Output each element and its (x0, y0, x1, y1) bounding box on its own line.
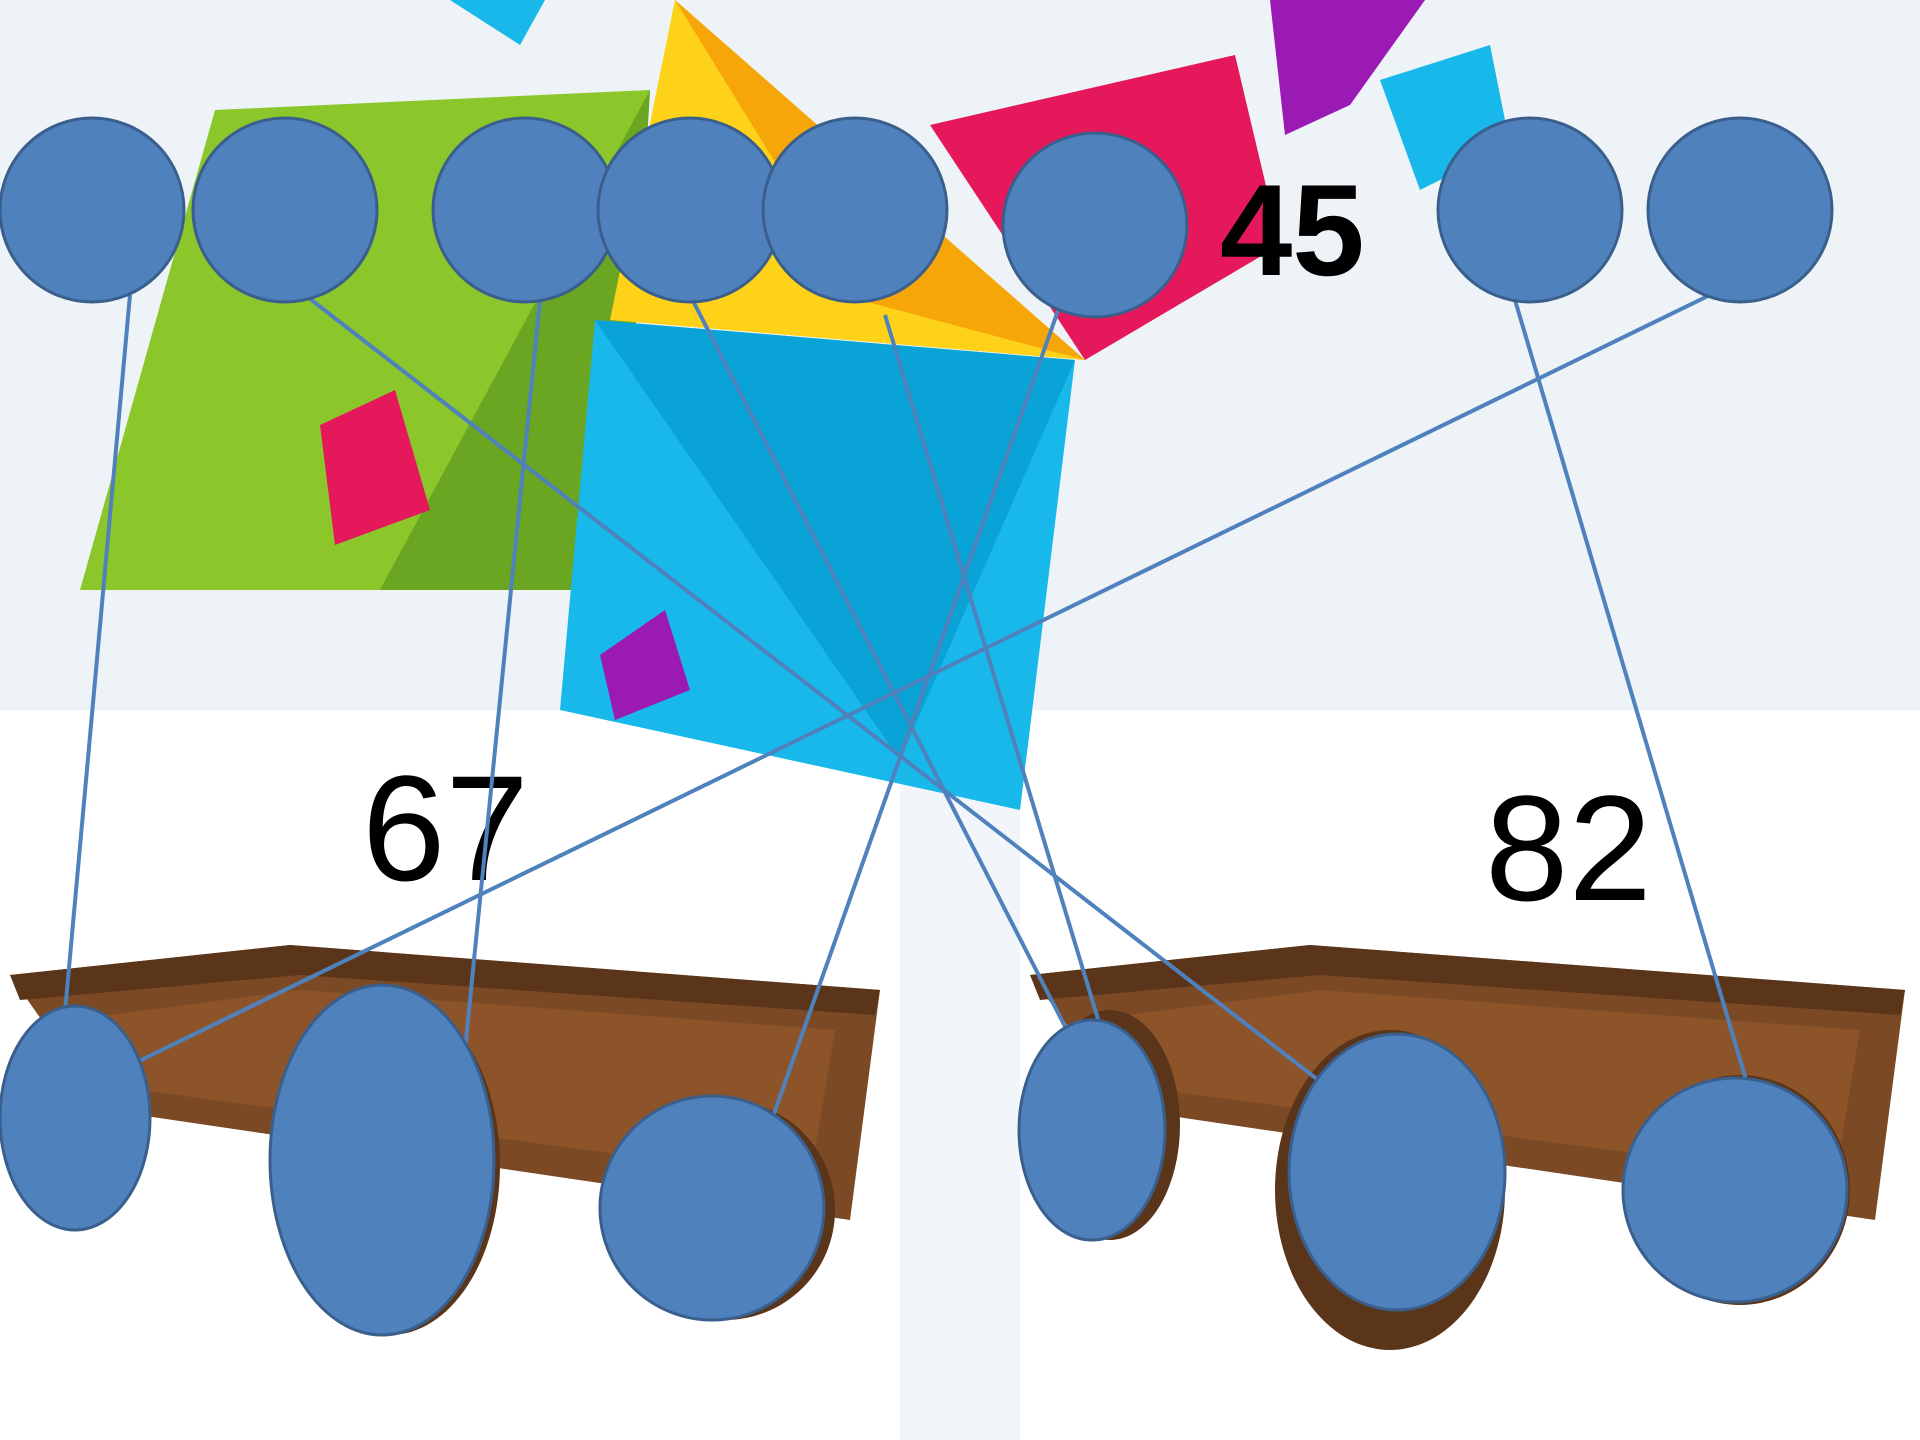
number-token[interactable] (598, 118, 782, 302)
wheel-target[interactable] (270, 985, 494, 1335)
wheel-target[interactable] (600, 1096, 824, 1320)
number-token[interactable] (0, 118, 184, 302)
cart-left-total: 67 (362, 744, 529, 912)
top-number-45: 45 (1220, 157, 1365, 303)
number-token[interactable] (1648, 118, 1832, 302)
number-token[interactable] (433, 118, 617, 302)
wheel-target[interactable] (1623, 1078, 1847, 1302)
number-token[interactable] (1003, 133, 1187, 317)
wheel-target[interactable] (0, 1006, 150, 1230)
number-token[interactable] (763, 118, 947, 302)
cart-right-total: 82 (1485, 764, 1652, 932)
number-token[interactable] (193, 118, 377, 302)
wheel-target[interactable] (1019, 1020, 1165, 1240)
wheel-target[interactable] (1289, 1034, 1505, 1310)
number-token[interactable] (1438, 118, 1622, 302)
